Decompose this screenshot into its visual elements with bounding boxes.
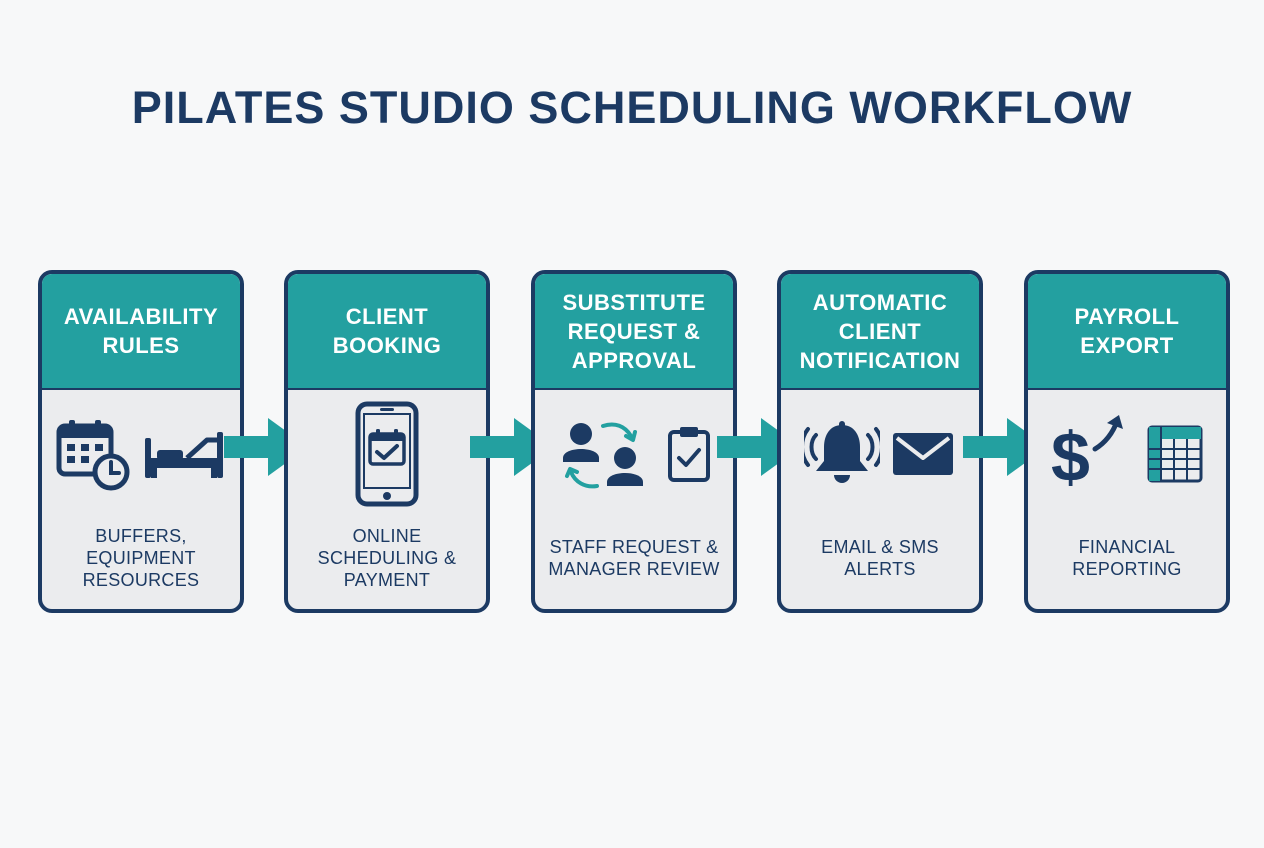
step-heading: PAYROLL EXPORT	[1074, 304, 1180, 358]
step-card-payroll-export: PAYROLL EXPORT $ FINANCIAL REPORTING	[1024, 270, 1230, 613]
smartphone-calendar-check-icon	[355, 401, 419, 507]
step-heading: AVAILABILITY RULES	[63, 304, 219, 358]
step-icons	[535, 394, 733, 514]
step-icons	[781, 394, 979, 514]
clipboard-check-icon	[668, 427, 710, 482]
reformer-bed-icon	[145, 432, 223, 478]
step-heading: CLIENT BOOKING	[332, 304, 442, 358]
step-header: AVAILABILITY RULES	[42, 274, 240, 390]
svg-text:$: $	[1051, 418, 1090, 496]
ringing-bell-icon	[804, 421, 880, 483]
step-description: FINANCIAL REPORTING	[1072, 537, 1182, 579]
step-header: PAYROLL EXPORT	[1028, 274, 1226, 390]
step-icons: $	[1028, 394, 1226, 514]
step-card-client-notification: AUTOMATIC CLIENT NOTIFICATION EMAIL & SM…	[777, 270, 983, 613]
calendar-clock-icon	[56, 420, 130, 491]
diagram-title: PILATES STUDIO SCHEDULING WORKFLOW	[131, 82, 1133, 133]
step-header: CLIENT BOOKING	[288, 274, 486, 390]
step-heading: SUBSTITUTE REQUEST & APPROVAL	[562, 289, 706, 373]
spreadsheet-icon	[1147, 425, 1203, 483]
step-description: EMAIL & SMS ALERTS	[821, 537, 939, 579]
step-card-substitute-request: SUBSTITUTE REQUEST & APPROVAL STAFF REQU…	[531, 270, 737, 613]
step-description: ONLINE SCHEDULING & PAYMENT	[317, 526, 457, 590]
step-card-availability-rules: AVAILABILITY RULES	[38, 270, 244, 613]
dollar-arrow-icon: $	[1051, 415, 1123, 496]
step-icons	[42, 394, 240, 514]
step-card-client-booking: CLIENT BOOKING ONLINE SCHEDULING & PAYME…	[284, 270, 490, 613]
step-description: STAFF REQUEST & MANAGER REVIEW	[548, 537, 720, 579]
step-description: BUFFERS, EQUIPMENT RESOURCES	[82, 526, 200, 590]
step-heading: AUTOMATIC CLIENT NOTIFICATION	[799, 289, 961, 373]
user-swap-icon	[563, 422, 643, 489]
step-header: SUBSTITUTE REQUEST & APPROVAL	[535, 274, 733, 390]
step-header: AUTOMATIC CLIENT NOTIFICATION	[781, 274, 979, 390]
step-icons	[288, 394, 486, 514]
envelope-icon	[893, 433, 953, 475]
